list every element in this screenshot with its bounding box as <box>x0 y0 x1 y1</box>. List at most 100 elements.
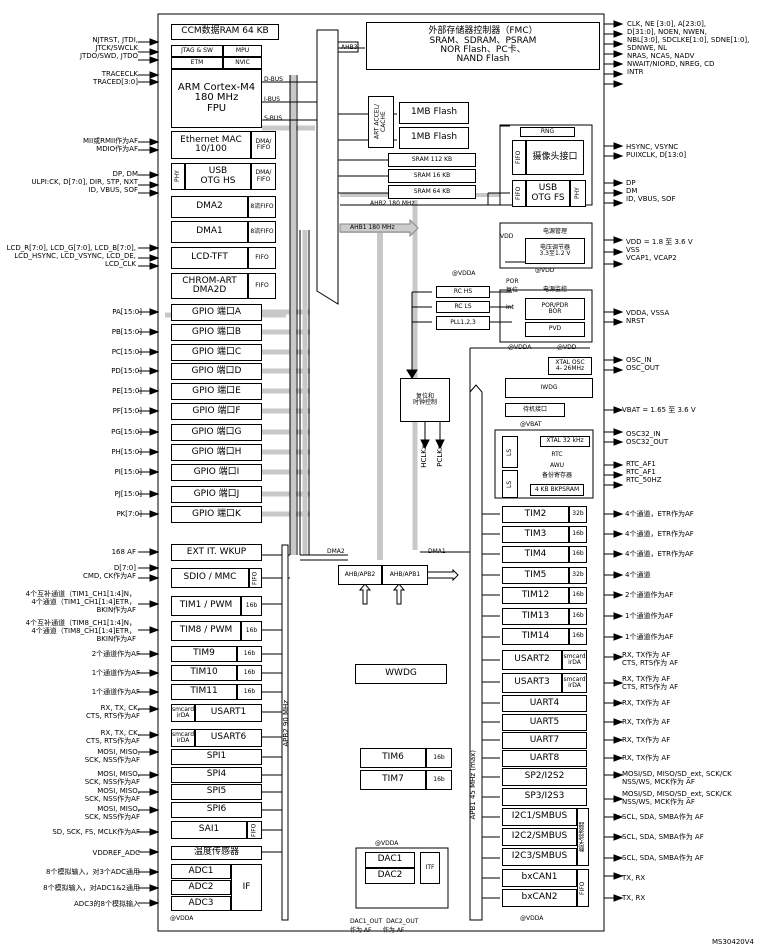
block-tim2: TIM2 <box>502 506 569 523</box>
pin-arrow <box>613 571 624 579</box>
block-dma1: DMA1 <box>171 221 248 243</box>
pin-arrow <box>149 171 160 179</box>
left-signal-spi6: MOSI, MISO, SCK, NSS作为AF <box>84 805 140 821</box>
left-signal-sai1: SD, SCK, FS, MCLK作为AF <box>52 828 140 836</box>
block-dac2: DAC2 <box>365 868 415 884</box>
pin-arrow <box>149 428 160 436</box>
block-tim6: TIM6 <box>360 748 426 768</box>
pin-arrow <box>613 813 624 821</box>
pin-arrow <box>613 438 624 446</box>
pin-arrow <box>613 428 624 436</box>
block-sram16: SRAM 16 KB <box>388 169 476 183</box>
block-hclk: HCLKx <box>420 445 428 468</box>
block-atvdda4: @VDDA <box>375 840 399 847</box>
block-wwdg: WWDG <box>355 664 447 684</box>
block-tim11: TIM11 <box>171 684 237 700</box>
block-tim14b: 16b <box>569 628 587 645</box>
block-vreg: 电压调节器 3.3至1.2 V <box>525 238 585 264</box>
block-dma1lbl: DMA1 <box>428 548 446 555</box>
right-signal-tim3: 4个通道，ETR作为AF <box>625 530 694 538</box>
block-can2: bxCAN2 <box>502 889 577 907</box>
block-atvdd2: @VDD <box>557 344 577 351</box>
ahb3-box <box>337 41 359 53</box>
right-signal-i2c3: SCL, SDA, SMBA作为 AF <box>622 854 704 862</box>
block-ahbapb1: AHB/APB1 <box>382 565 428 585</box>
block-tim10b: 16b <box>237 665 262 681</box>
pin-arrow <box>613 142 624 150</box>
block-pvd: PVD <box>525 322 585 337</box>
pin-arrow <box>613 633 624 641</box>
block-tim4b: 16b <box>569 546 587 563</box>
right-signal-fmc: CLK, NE [3:0], A[23:0], D[31:0], NOEN, N… <box>627 20 750 76</box>
bus-matrix <box>316 29 339 305</box>
block-gpiok: GPIO 端口K <box>171 506 262 523</box>
right-signal-usbfs: DP DM ID, VBUS, SOF <box>626 179 676 203</box>
pin-arrow <box>149 189 160 197</box>
block-awu: AWU <box>549 461 565 469</box>
block-ahb2: AHB2 180 MHz <box>370 200 415 207</box>
right-signal-tim4: 4个通道，ETR作为AF <box>625 550 694 558</box>
pin-arrow <box>613 260 624 268</box>
right-signal-tim2: 4个通道，ETR作为AF <box>625 510 694 518</box>
dac-frame <box>355 847 449 909</box>
block-i2c1: I2C1/SMBUS <box>502 808 577 826</box>
block-sram112: SRAM 112 KB <box>388 153 476 167</box>
pin-arrow <box>613 199 624 207</box>
block-jtag: JTAG & SW <box>171 45 223 57</box>
block-gpioh: GPIO 端口H <box>171 444 262 461</box>
left-signal-af168: 168 AF <box>111 548 136 556</box>
block-adc3: ADC3 <box>171 896 231 911</box>
pin-arrow <box>613 795 624 803</box>
pin-arrow <box>613 236 624 244</box>
pin-arrow <box>149 574 160 582</box>
block-apb1: APB1 45 MHz (max) <box>469 750 477 820</box>
pin-arrow <box>149 308 160 316</box>
block-mpu: MPU <box>223 45 262 57</box>
pin-arrow <box>149 181 160 189</box>
left-signal-adc3: ADC3的8个模拟输入 <box>74 900 140 908</box>
block-flash1: 1MB Flash <box>399 102 469 124</box>
block-i2c2: I2C2/SMBUS <box>502 828 577 846</box>
pin-arrow <box>435 439 445 450</box>
right-signal-usart3: RX, TX作为 AF CTS, RTS作为 AF <box>622 675 679 691</box>
pin-arrow <box>613 754 624 762</box>
pin-arrow <box>613 40 624 48</box>
pin-arrow <box>613 406 624 414</box>
pin-arrow <box>149 828 160 836</box>
block-dma1fifo: 8流FIFO <box>248 221 276 243</box>
block-tim11b: 16b <box>237 684 262 700</box>
block-dac1: DAC1 <box>365 852 415 868</box>
pin-arrow <box>613 189 624 197</box>
left-signal-pc: PC[15:0] <box>111 348 142 356</box>
pin-arrow <box>149 48 160 56</box>
left-signal-pb: PB[15:0] <box>111 328 142 336</box>
block-artacc: ART ACCEL/ CACHE <box>368 96 394 148</box>
block-gpioc: GPIO 端口C <box>171 344 262 361</box>
block-if: IF <box>231 864 262 911</box>
power-mgmt-frame <box>499 222 593 269</box>
block-tim6b: 16b <box>426 748 452 768</box>
block-tsensor: 温度传感器 <box>171 846 262 860</box>
block-bksram: 4 KB BKPSRAM <box>530 484 584 496</box>
block-uart4: UART4 <box>502 695 587 712</box>
left-signal-adc1: 8个模拟输入，对3个ADC通用 <box>46 868 140 876</box>
left-signal-jtag1: NJTRST, JTDI, JTCK/SWCLK JTDO/SWD, JTDO <box>79 36 138 60</box>
block-usart3: USART3 <box>502 673 562 693</box>
block-tim12b: 16b <box>569 587 587 604</box>
block-dma2: DMA2 <box>171 196 248 218</box>
block-ls2: LS <box>502 470 518 498</box>
right-signal-uart8: RX, TX作为 AF <box>622 754 671 762</box>
right-signal-vbat: VBAT = 1.65 至 3.6 V <box>622 406 696 414</box>
block-spi4: SPI4 <box>171 767 262 783</box>
block-ahb3: AHB3 <box>341 44 358 51</box>
block-porpdr: POR/PDR BOR <box>525 298 585 320</box>
block-tim2b: 32b <box>569 506 587 523</box>
right-signal-osc: OSC_IN OSC_OUT <box>626 356 660 372</box>
pin-arrow <box>149 387 160 395</box>
block-canfifo: FIFO <box>577 869 589 907</box>
pin-arrow <box>149 262 160 270</box>
figure-id: MS30420V4 <box>712 938 754 946</box>
block-spi5: SPI5 <box>171 784 262 800</box>
right-signal-osc32: OSC32_IN OSC32_OUT <box>626 430 669 446</box>
block-gpioa: GPIO 端口A <box>171 304 262 321</box>
